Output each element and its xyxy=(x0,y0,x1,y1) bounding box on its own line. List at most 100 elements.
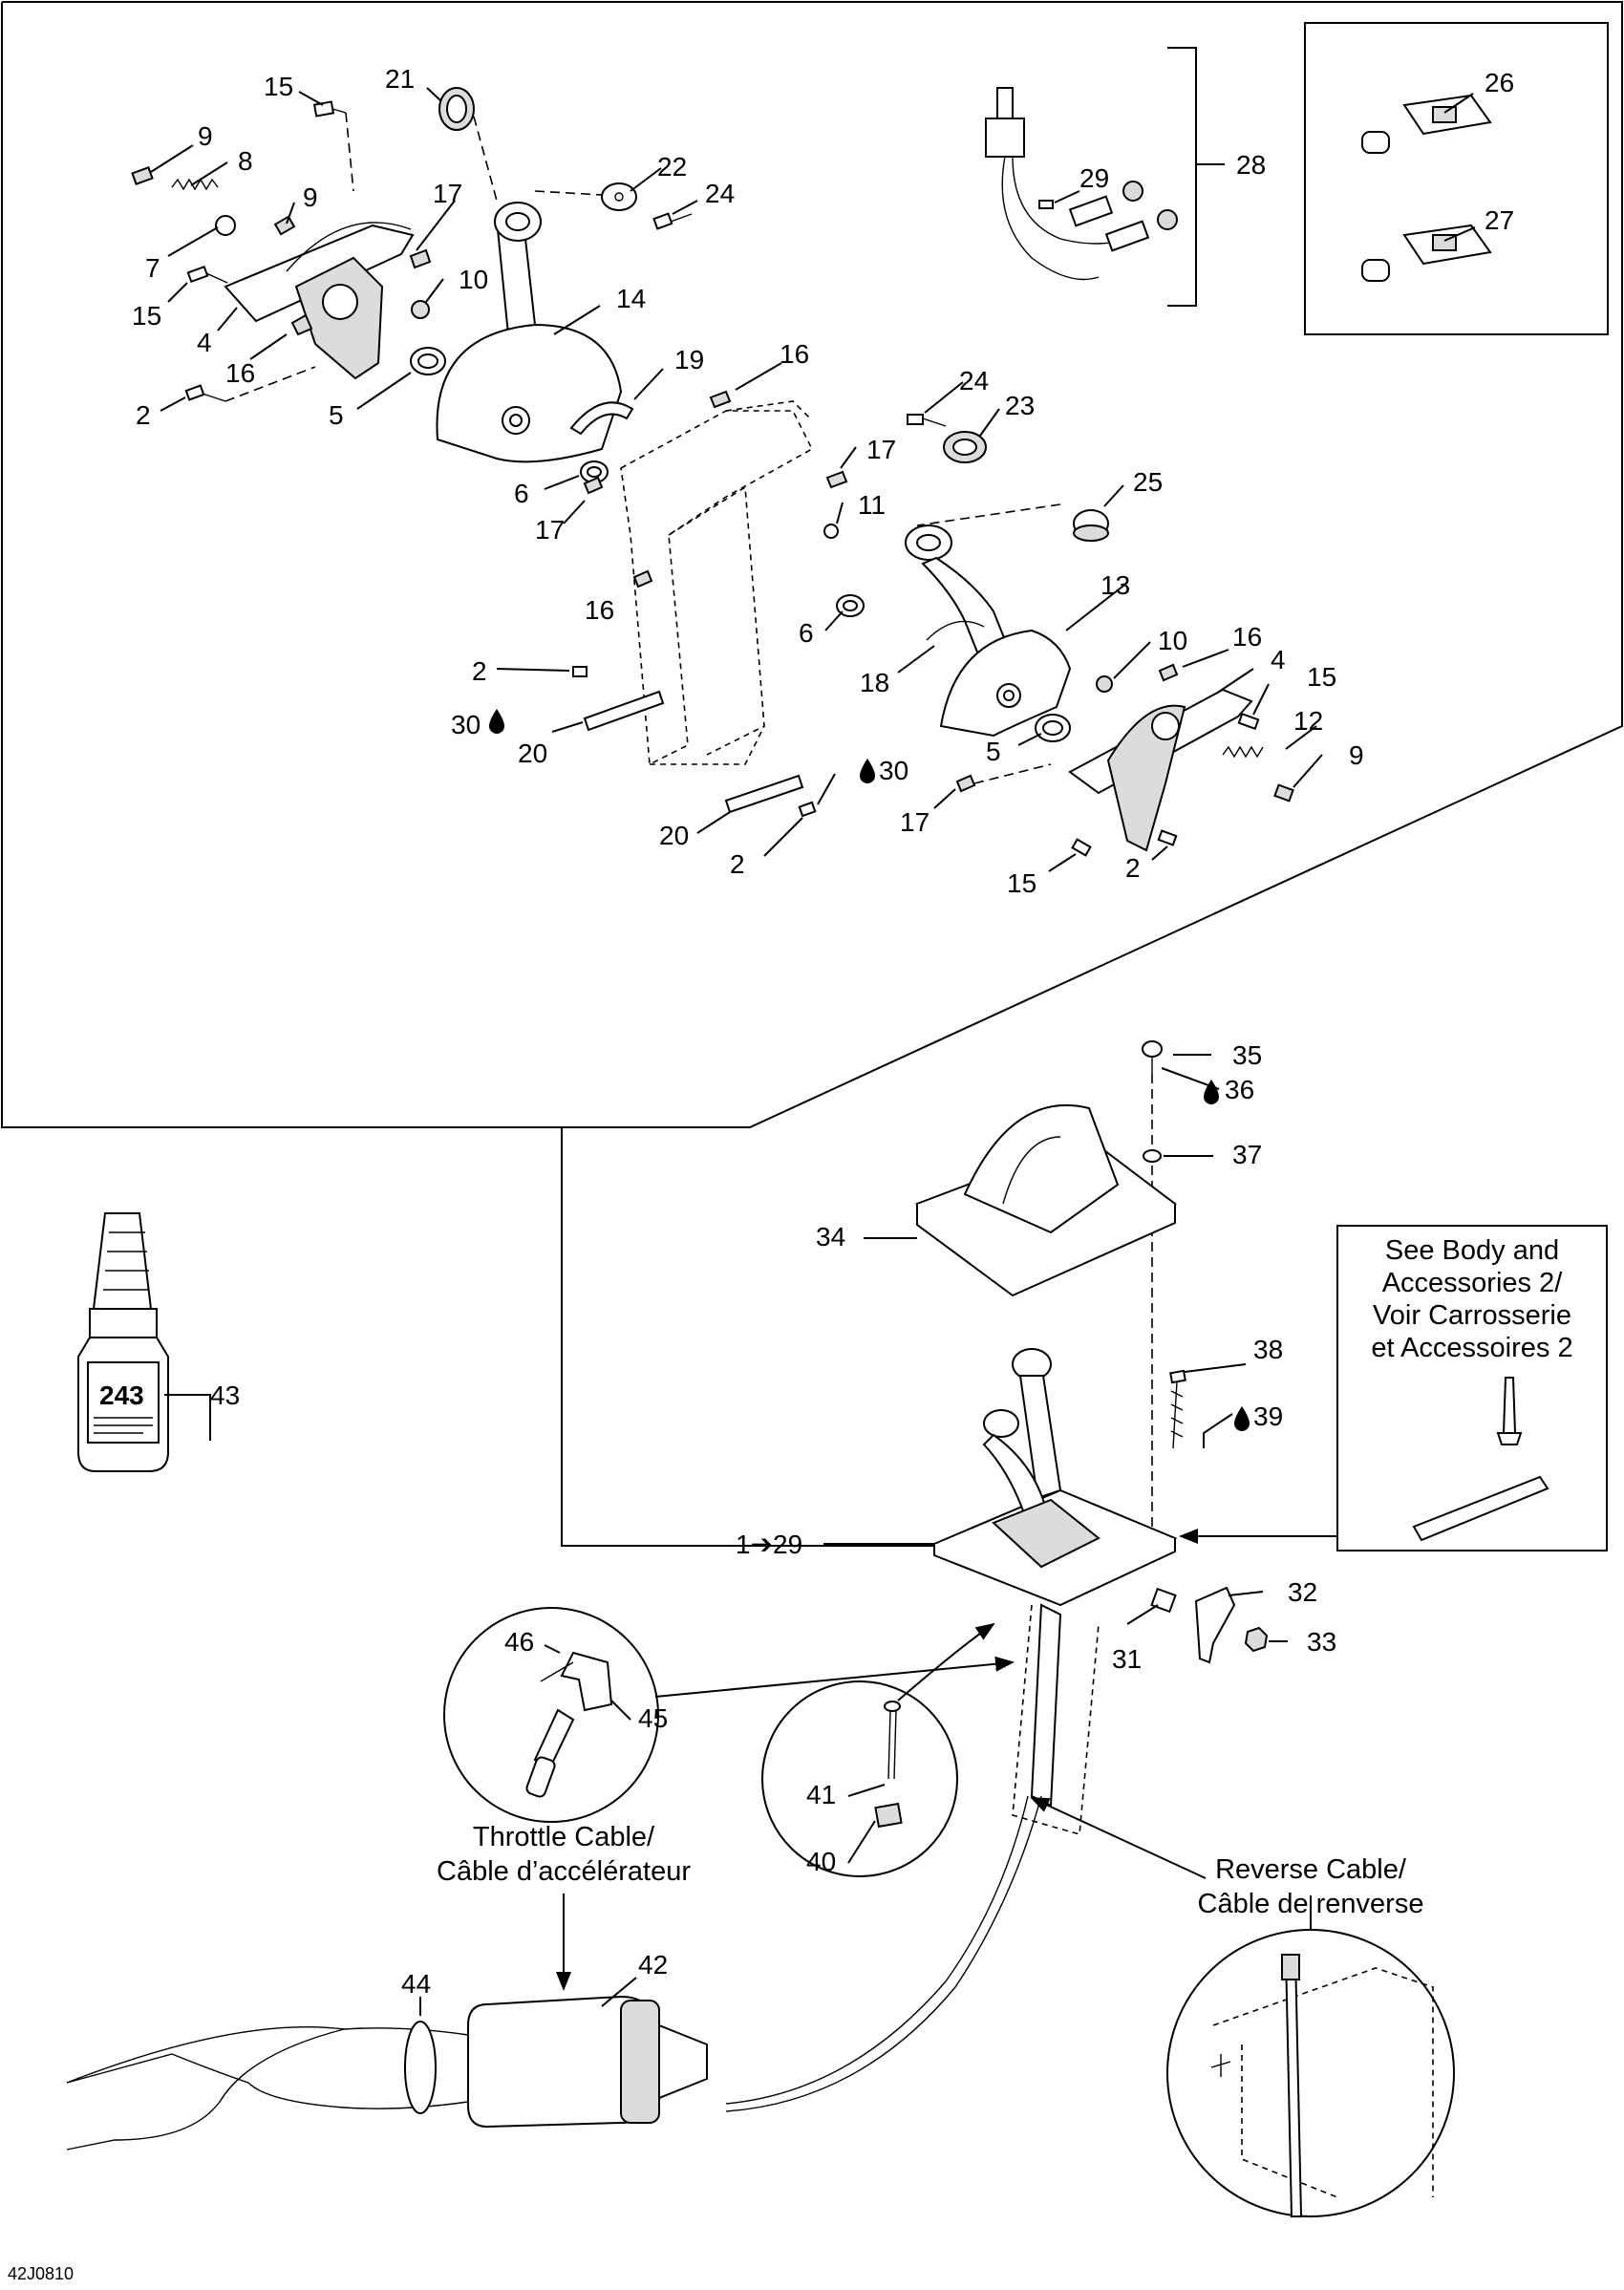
threadlocker-bottle-43: 243 xyxy=(77,1212,169,1472)
callout-24: 24 xyxy=(705,179,735,208)
body-fastener xyxy=(1502,1377,1517,1434)
callout-7: 7 xyxy=(145,253,160,283)
callout-9: 9 xyxy=(1349,740,1364,770)
clip-16-center xyxy=(709,390,732,409)
callout-33: 33 xyxy=(1307,1627,1336,1657)
screw-15-right xyxy=(1237,712,1260,731)
callout-27: 27 xyxy=(1485,205,1514,235)
spring-8 xyxy=(171,178,219,191)
callout-6: 6 xyxy=(514,479,529,508)
callout-16: 16 xyxy=(225,358,255,388)
screw-9-left xyxy=(131,166,154,185)
callout-30: 30 xyxy=(451,710,481,739)
arrow-icon xyxy=(897,1622,995,1701)
screw-35 xyxy=(1142,1040,1163,1074)
mount-bracket-ghost xyxy=(572,390,848,818)
reverse-cable-label-fr: Câble de renverse xyxy=(1198,1889,1424,1919)
note-line: See Body and xyxy=(1385,1235,1559,1266)
callout-2: 2 xyxy=(472,656,487,686)
callout-5: 5 xyxy=(329,400,344,430)
frame-switch-box xyxy=(1304,22,1609,335)
plug-11 xyxy=(823,524,839,539)
callout-34: 34 xyxy=(816,1222,845,1252)
note-line: Accessories 2/ xyxy=(1382,1268,1564,1298)
callout-10: 10 xyxy=(1158,626,1187,655)
neutral-switch-body xyxy=(985,118,1025,158)
callout-19: 19 xyxy=(674,345,704,375)
callout-25: 25 xyxy=(1133,467,1163,497)
callout-labels: 21 15 9 8 9 7 17 22 24 10 15 14 4 16 2 5… xyxy=(132,64,1514,1999)
switch-26 xyxy=(1361,94,1492,154)
housing-right xyxy=(1106,704,1186,852)
callout-29: 29 xyxy=(1079,163,1109,193)
callout-45: 45 xyxy=(638,1703,668,1733)
frame-upper-exploded-view xyxy=(1,1,1623,1128)
clip-17-right xyxy=(955,774,976,793)
callout-23: 23 xyxy=(1005,391,1035,420)
callout-26: 26 xyxy=(1485,68,1514,97)
screw-2-lower xyxy=(798,801,817,818)
callout-38: 38 xyxy=(1253,1335,1283,1364)
reverse-cable xyxy=(725,1795,1042,2112)
callout-37: 37 xyxy=(1232,1140,1262,1169)
callout-2: 2 xyxy=(1125,853,1141,883)
callout-42: 42 xyxy=(638,1950,668,1980)
callout-6: 6 xyxy=(799,618,814,648)
callout-17: 17 xyxy=(433,179,462,208)
bushing-5-right xyxy=(1035,714,1071,742)
callout-28: 28 xyxy=(1236,150,1266,180)
ball-7 xyxy=(215,215,236,236)
callout-20: 20 xyxy=(518,738,547,768)
arrow-icon xyxy=(1030,1797,1207,1879)
callout-9: 9 xyxy=(303,182,318,212)
callout-4: 4 xyxy=(197,328,212,357)
callout-2: 2 xyxy=(730,849,745,879)
callout-22: 22 xyxy=(657,152,687,182)
throttle-cable-label: Throttle Cable/ xyxy=(473,1822,655,1852)
bottle-label-243: 243 xyxy=(99,1380,144,1410)
callout-15: 15 xyxy=(132,301,161,331)
callout-2: 2 xyxy=(136,400,151,430)
bushing-5-left xyxy=(410,347,446,375)
reverse-cable-note: Reverse Cable/ Câble de renverse xyxy=(1198,1854,1424,1919)
callout-16: 16 xyxy=(1232,622,1262,652)
screw-2-center xyxy=(572,666,588,677)
nut-33 xyxy=(1244,1626,1269,1653)
bracket-28 xyxy=(1167,47,1225,307)
clip-17-center xyxy=(825,470,848,489)
screw-15-top xyxy=(312,100,347,118)
callout-14: 14 xyxy=(616,284,646,313)
bushing-6-left xyxy=(580,460,609,483)
clip-17-low xyxy=(583,476,604,495)
throttle-cable-note: Throttle Cable/ Câble d’accélérateur xyxy=(437,1822,691,1887)
callout-43: 43 xyxy=(210,1380,240,1410)
callout-32: 32 xyxy=(1288,1577,1317,1607)
plate-20-upper xyxy=(583,690,665,732)
detail-bracket-45 xyxy=(560,1651,613,1712)
screw-9-right xyxy=(1273,783,1294,803)
callout-8: 8 xyxy=(238,146,253,176)
clip-16-low xyxy=(632,569,653,589)
cable-clip-44 xyxy=(404,2021,437,2114)
note-line: et Accessoires 2 xyxy=(1371,1333,1572,1363)
switch-parts xyxy=(985,87,1492,282)
screw-15-side xyxy=(186,265,228,284)
screw-24-right xyxy=(907,414,947,427)
callout-21: 21 xyxy=(385,64,415,94)
see-body-note: See Body and Accessories 2/ Voir Carross… xyxy=(1371,1235,1572,1363)
washer-22 xyxy=(601,182,637,211)
callout-31: 31 xyxy=(1112,1644,1142,1674)
callout-1-to-29: 1➔29 xyxy=(736,1530,802,1559)
arrow-icons xyxy=(556,1529,1337,1991)
callout-40: 40 xyxy=(806,1847,836,1876)
callout-15: 15 xyxy=(1007,868,1036,898)
connector-29a xyxy=(1068,181,1143,227)
throttle-cable-fitting xyxy=(620,2000,660,2124)
callout-9: 9 xyxy=(198,121,213,151)
callout-12: 12 xyxy=(1293,706,1323,736)
callout-11: 11 xyxy=(858,490,886,520)
bolt-31 xyxy=(1150,1587,1177,1614)
callout-4: 4 xyxy=(1271,645,1286,674)
screw-2-right xyxy=(1157,829,1178,846)
callout-10: 10 xyxy=(459,265,488,294)
